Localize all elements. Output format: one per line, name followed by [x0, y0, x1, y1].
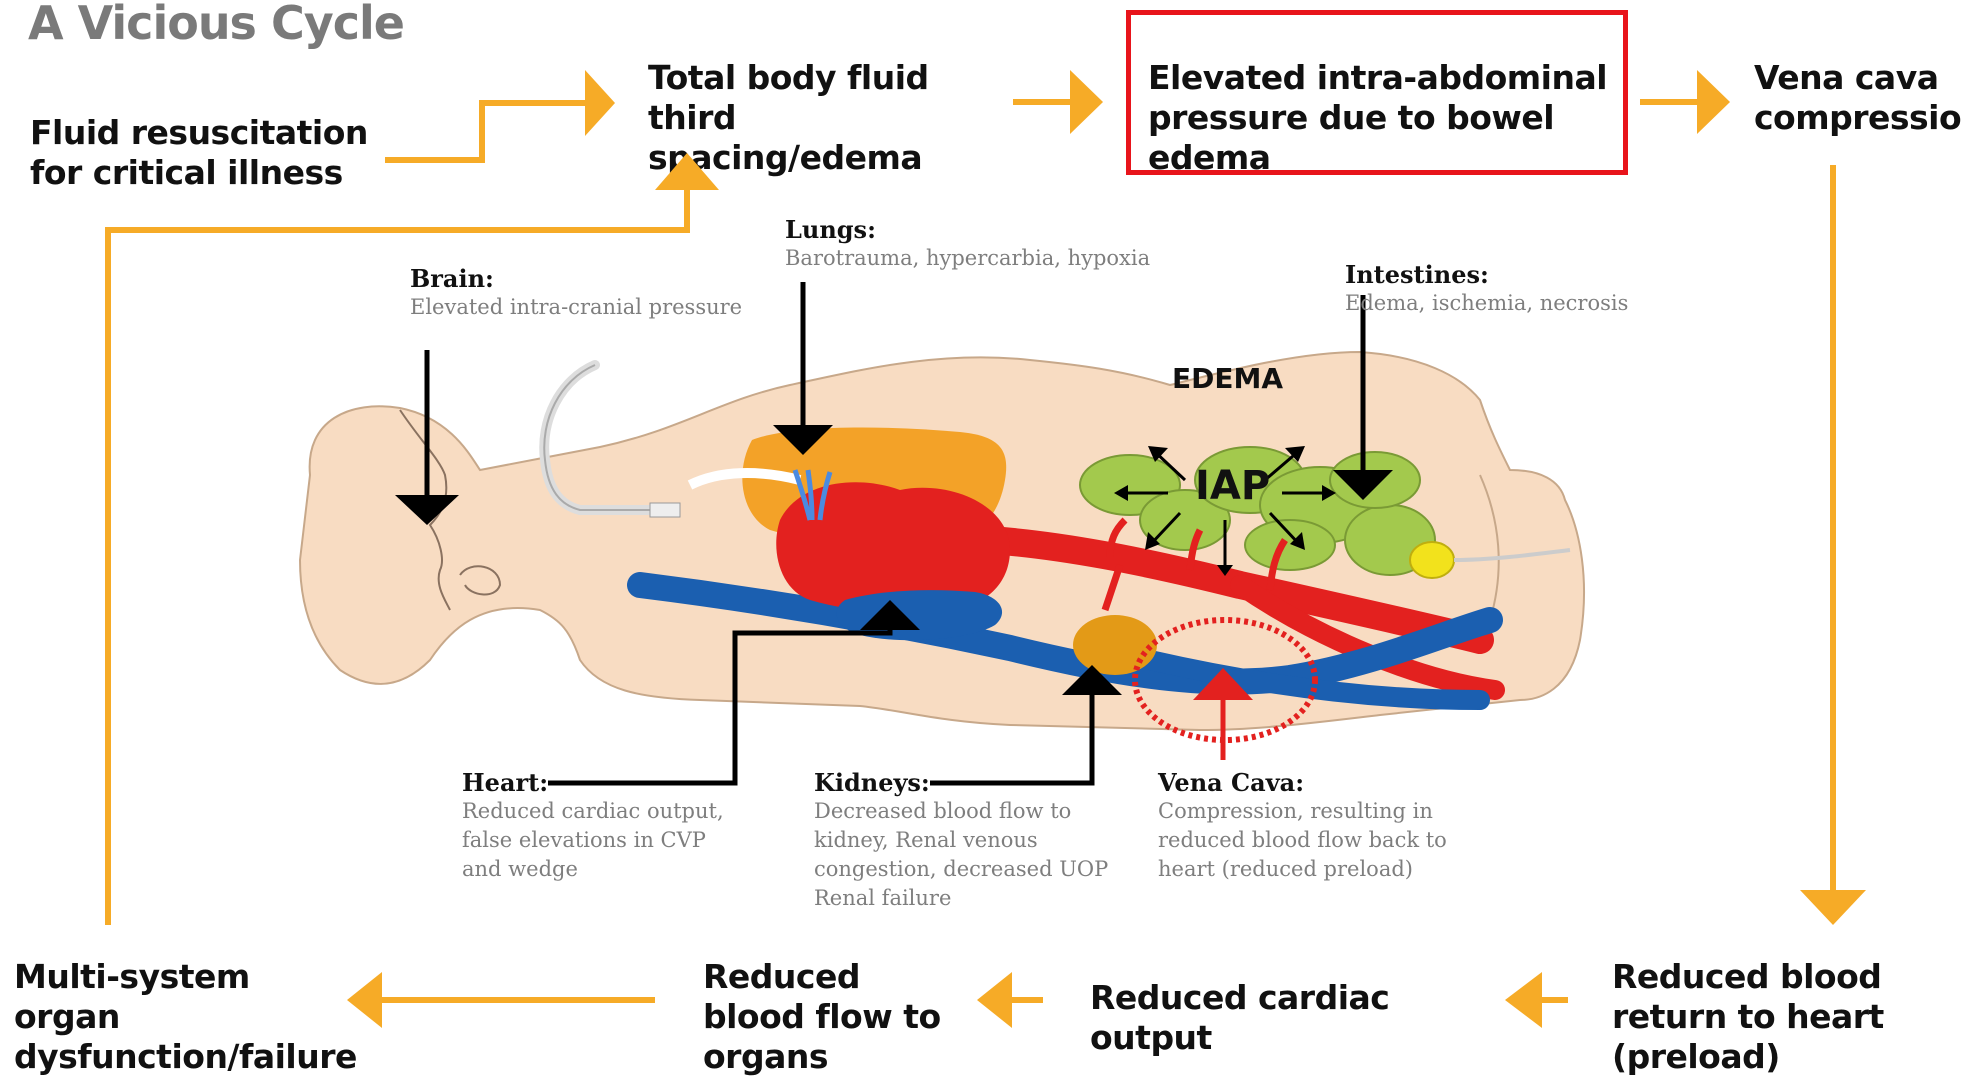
bladder	[1410, 542, 1454, 578]
kidney-shape	[1073, 615, 1157, 675]
kidneys-label: Kidneys:	[814, 768, 1114, 797]
lungs-label: Lungs:	[785, 215, 1185, 244]
heart-desc: Reduced cardiac output, false elevations…	[462, 797, 732, 884]
lungs-annotation: Lungs: Barotrauma, hypercarbia, hypoxia	[785, 215, 1185, 273]
heart-label: Heart:	[462, 768, 732, 797]
intestines-annotation: Intestines: Edema, ischemia, necrosis	[1345, 260, 1675, 318]
kidneys-desc: Decreased blood flow to kidney, Renal ve…	[814, 797, 1114, 913]
iap-label: IAP	[1195, 463, 1270, 509]
kidneys-annotation: Kidneys: Decreased blood flow to kidney,…	[814, 768, 1114, 913]
tube-connector	[650, 503, 680, 517]
brain-desc: Elevated intra-cranial pressure	[410, 293, 750, 322]
vena-cava-annotation: Vena Cava: Compression, resulting in red…	[1158, 768, 1448, 884]
heart-annotation: Heart: Reduced cardiac output, false ele…	[462, 768, 732, 884]
flow-arrow-resuscitation-to-spacing	[385, 103, 585, 160]
arrowhead-left-2	[977, 972, 1012, 1028]
brain-label: Brain:	[410, 264, 750, 293]
arrowhead-left-3	[347, 972, 382, 1028]
arrowhead-right-1	[585, 70, 615, 136]
brain-annotation: Brain: Elevated intra-cranial pressure	[410, 264, 750, 322]
intestines-label: Intestines:	[1345, 260, 1675, 289]
edema-label: EDEMA	[1172, 362, 1283, 395]
arrowhead-down-1	[1800, 890, 1866, 925]
arrowhead-left-1	[1505, 972, 1542, 1028]
lungs-desc: Barotrauma, hypercarbia, hypoxia	[785, 244, 1185, 273]
arrowhead-right-3	[1697, 70, 1730, 134]
intestines-desc: Edema, ischemia, necrosis	[1345, 289, 1675, 318]
vena-cava-label: Vena Cava:	[1158, 768, 1448, 797]
vena-cava-desc: Compression, resulting in reduced blood …	[1158, 797, 1448, 884]
arrowhead-right-2	[1070, 70, 1103, 134]
arrowhead-up-1	[655, 153, 719, 190]
